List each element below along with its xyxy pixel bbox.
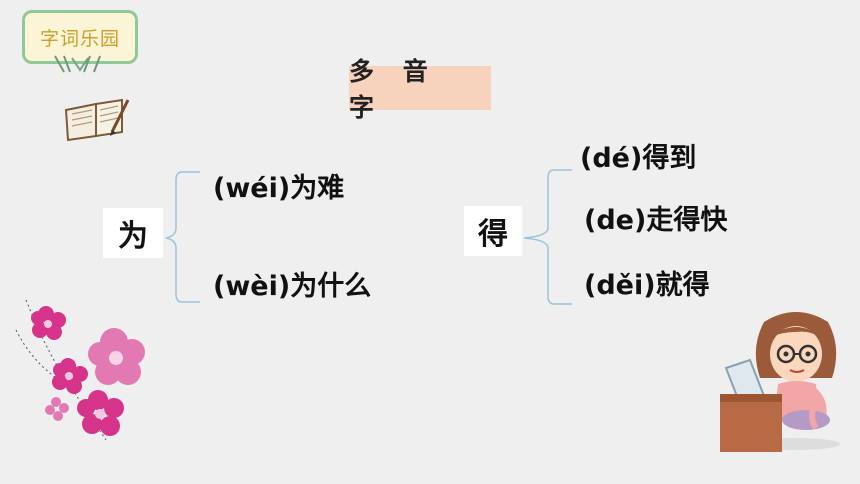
reading-item: (dé)得到	[580, 136, 696, 175]
word: 走得快	[646, 205, 728, 236]
pinyin: (de)	[584, 205, 647, 236]
character-de: 得	[464, 206, 522, 256]
teacher-illustration	[720, 312, 840, 452]
page-title: 多 音 字	[349, 57, 491, 122]
reading-item: (wèi)为什么	[213, 264, 371, 303]
pinyin: (dé)	[580, 143, 643, 174]
badge-label: 字词乐园	[39, 27, 120, 50]
word: 得到	[642, 143, 697, 174]
character-wei: 为	[103, 208, 163, 258]
pinyin: (děi)	[584, 270, 656, 301]
pinyin: (wéi)	[213, 173, 291, 204]
section-badge: 字词乐园	[22, 10, 138, 64]
reading-item: (děi)就得	[584, 263, 710, 302]
leaf-decoration	[54, 55, 101, 73]
pinyin: (wèi)	[213, 271, 291, 302]
book-icon	[64, 98, 130, 142]
reading-item: (de)走得快	[584, 198, 727, 237]
word: 就得	[655, 270, 710, 301]
word: 为什么	[290, 271, 372, 302]
reading-item: (wéi)为难	[213, 166, 344, 205]
flower-decoration	[15, 299, 145, 441]
word: 为难	[290, 173, 345, 204]
